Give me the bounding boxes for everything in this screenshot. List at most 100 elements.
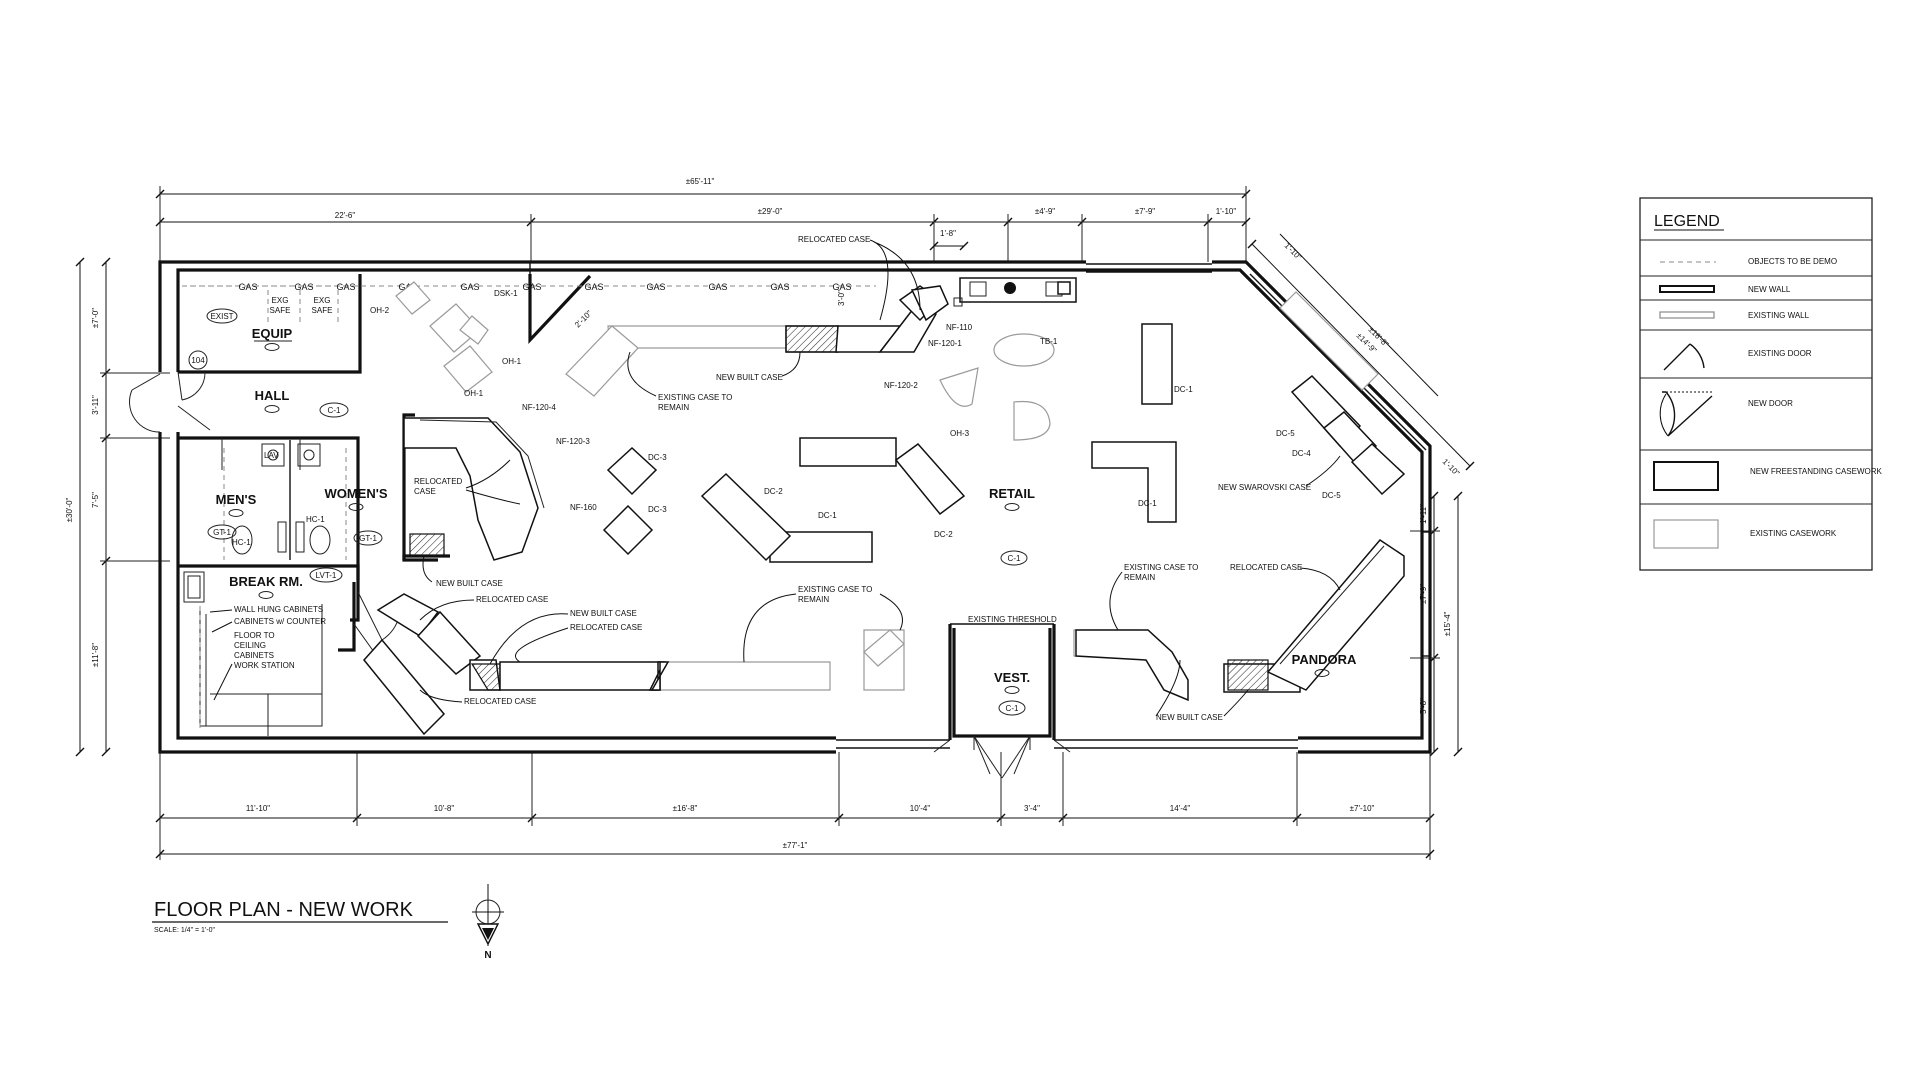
dim-top-seg-4: ±4'-9" [1035, 207, 1055, 216]
dim-bottom-seg-5: 3'-4" [1024, 804, 1040, 813]
tag-gt1-mens: GT-1 [213, 528, 231, 537]
legend-item-demo: OBJECTS TO BE DEMO [1748, 257, 1837, 266]
note-new-swarovski-case: NEW SWAROVSKI CASE [1218, 483, 1311, 492]
note-relocated-case-left: RELOCATED CASE [476, 595, 548, 604]
room-name-mens: MEN'S [216, 492, 257, 507]
dim-case-offset: 2'-10" [573, 309, 594, 330]
tag-dc-2b: DC-2 [934, 530, 953, 539]
note-relocated-case-hall: RELOCATED [414, 477, 463, 486]
note-floor-ceiling-3: CABINETS [234, 651, 274, 660]
room-name-hall: HALL [255, 388, 290, 403]
left-dimensions: ±30'-0" ±7'-0" 3'-11" 7'-5" ±11'-8" [65, 257, 170, 757]
top-dimensions: ±65'-11" 22'-6" ±29'-0" ±4'-9" ±7'-9" 1'… [155, 177, 1251, 262]
tag-nf-120-1: NF-120-1 [928, 339, 962, 348]
dim-top-overall: ±65'-11" [686, 177, 715, 186]
dim-bottom-seg-6: 14'-4" [1170, 804, 1191, 813]
dim-left-overall: ±30'-0" [65, 497, 74, 522]
tag-oh-3: OH-3 [950, 429, 970, 438]
tag-dsk-1: DSK-1 [494, 289, 518, 298]
tag-exist: EXIST [210, 312, 233, 321]
note-relocated-case-mid: RELOCATED CASE [570, 623, 642, 632]
tag-dc-5b: DC-5 [1322, 491, 1341, 500]
note-existing-case-remain-right-2: REMAIN [1124, 573, 1155, 582]
dim-left-seg-2: 3'-11" [91, 395, 100, 415]
note-new-built-case-hall: NEW BUILT CASE [436, 579, 503, 588]
dim-bottom-seg-1: 11'-10" [246, 804, 270, 813]
tag-hc-1: HC-1 [306, 515, 325, 524]
tag-nf-160: NF-160 [570, 503, 597, 512]
gas-label: GAS [584, 282, 603, 292]
tag-c1-hall: C-1 [328, 406, 341, 415]
note-relocated-case-right: RELOCATED CASE [1230, 563, 1302, 572]
tag-oh-1b: OH-1 [464, 389, 484, 398]
room-name-equip: EQUIP [252, 326, 293, 341]
title-block: FLOOR PLAN - NEW WORK SCALE: 1/4" = 1'-0… [152, 884, 504, 961]
room-name-vest: VEST. [994, 670, 1030, 685]
tag-nf-120-3: NF-120-3 [556, 437, 590, 446]
tag-door-104: 104 [191, 356, 205, 365]
note-floor-ceiling-2: CEILING [234, 641, 266, 650]
note-existing-case-remain-mid-2: REMAIN [798, 595, 829, 604]
dim-top-seg-2: ±29'-0" [758, 207, 783, 216]
tag-c1-vest: C-1 [1006, 704, 1019, 713]
existing-casework [395, 281, 1379, 691]
dim-right-3: ±15'-4" [1443, 611, 1452, 636]
note-wall-cabinets: WALL HUNG CABINETS [234, 605, 323, 614]
tag-dc-1: DC-1 [1174, 385, 1193, 394]
room-names: EQUIP HALL MEN'S WOMEN'S BREAK RM. RETAI… [216, 326, 1357, 694]
dim-bottom-seg-7: ±7'-10" [1350, 804, 1375, 813]
dim-top-seg-3: 1'-8" [940, 229, 956, 238]
dim-bottom-seg-2: 10'-8" [434, 804, 455, 813]
tag-dc-3: DC-3 [648, 453, 667, 462]
tag-tb-1: TB-1 [1040, 337, 1058, 346]
legend-item-existing-door: EXISTING DOOR [1748, 349, 1812, 358]
legend-item-existing-casework: EXISTING CASEWORK [1750, 529, 1837, 538]
note-cabinets-counter: CABINETS w/ COUNTER [234, 617, 326, 626]
tag-nf-110: NF-110 [946, 323, 973, 332]
gas-label: GAS [238, 282, 257, 292]
note-relocated-case-hall-2: CASE [414, 487, 436, 496]
legend-title: LEGEND [1654, 213, 1720, 230]
legend-item-new-casework: NEW FREESTANDING CASEWORK [1750, 467, 1883, 476]
tag-gt1-womens: GT-1 [359, 534, 377, 543]
gas-label: GAS [522, 282, 541, 292]
note-floor-ceiling-1: FLOOR TO [234, 631, 275, 640]
note-floor-ceiling-4: WORK STATION [234, 661, 295, 670]
north-label: N [484, 950, 491, 961]
tag-oh-1: OH-1 [502, 357, 522, 366]
finish-tags: EXIST 104 EXG SAFE EXG SAFE C-1 GT-1 GT-… [188, 296, 1028, 716]
gas-label: GAS [646, 282, 665, 292]
legend-item-new-door: NEW DOOR [1748, 399, 1793, 408]
room-name-womens: WOMEN'S [324, 486, 387, 501]
gas-line: GAS GAS GAS GAS GAS GAS GAS GAS GAS GAS … [190, 282, 876, 292]
note-existing-case-remain-top-2: REMAIN [658, 403, 689, 412]
note-existing-case-remain-right: EXISTING CASE TO [1124, 563, 1198, 572]
tag-dc-5: DC-5 [1276, 429, 1295, 438]
drawing-scale: SCALE: 1/4" = 1'-0" [154, 927, 215, 934]
dim-left-seg-4: ±11'-8" [91, 643, 100, 667]
tag-exg-safe-3: EXG [314, 296, 331, 305]
tag-lav: LAV [264, 451, 279, 460]
tag-lvt1: LVT-1 [316, 571, 337, 580]
gas-label: GAS [708, 282, 727, 292]
note-relocated-case-top: RELOCATED CASE [798, 235, 870, 244]
note-new-built-case-right: NEW BUILT CASE [1156, 713, 1223, 722]
note-new-built-case-top: NEW BUILT CASE [716, 373, 783, 382]
dim-case-offset-2: 3'-0" [837, 290, 846, 306]
legend: LEGEND OBJECTS TO BE DEMO NEW WALL EXIST… [1639, 197, 1883, 571]
legend-item-new-wall: NEW WALL [1748, 285, 1791, 294]
dim-top-seg-1: 22'-6" [335, 211, 356, 220]
dim-diag-4: 1'-10" [1441, 457, 1462, 478]
tag-nf-120-2: NF-120-2 [884, 381, 918, 390]
dim-top-seg-6: 1'-10" [1216, 207, 1237, 216]
tag-c1-retail: C-1 [1008, 554, 1021, 563]
tag-oh-2: OH-2 [370, 306, 390, 315]
gas-label: GAS [460, 282, 479, 292]
tag-nf-120-4: NF-120-4 [522, 403, 556, 412]
dim-bottom-seg-3: ±16'-8" [673, 804, 698, 813]
dim-diag-1: 1'-10" [1283, 241, 1304, 262]
tag-dc-1c: DC-1 [818, 511, 837, 520]
gas-label: GAS [336, 282, 355, 292]
doors [128, 371, 1071, 779]
